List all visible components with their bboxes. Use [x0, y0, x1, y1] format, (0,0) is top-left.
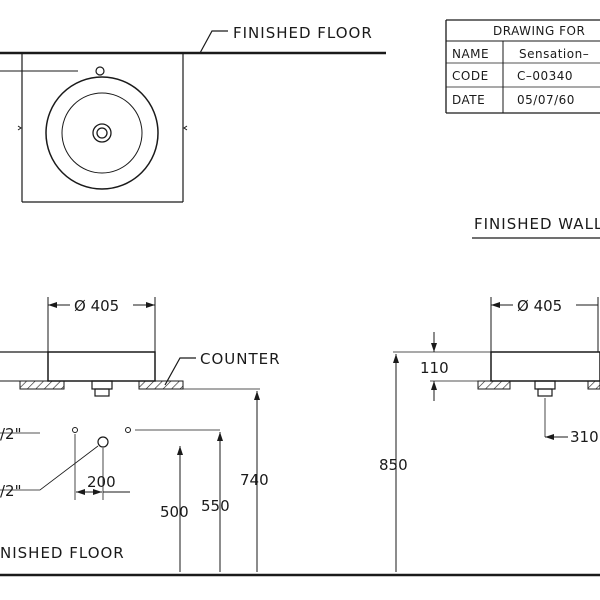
- front-diameter-dim: Ø 405: [74, 297, 119, 315]
- side-drain: [534, 380, 556, 390]
- height-500-dim: 500: [160, 503, 189, 521]
- drain-310-dim: 310: [570, 428, 599, 446]
- basin-outer-rim: [45, 76, 159, 190]
- title-block-date-value: 05/07/60: [517, 93, 575, 107]
- height-550-dim: 550: [201, 497, 230, 515]
- basin-side: [490, 351, 600, 382]
- plan-view: [0, 53, 188, 203]
- pipe-outlet: [97, 436, 109, 448]
- finished-floor-top-label: FINISHED FLOOR: [233, 24, 373, 42]
- basin-110-dim: 110: [420, 359, 449, 377]
- counter-label: COUNTER: [200, 350, 281, 368]
- finished-wall-label: FINISHED WALL: [474, 215, 600, 233]
- side-diameter-dim: Ø 405: [517, 297, 562, 315]
- title-block-heading: DRAWING FOR: [493, 24, 585, 38]
- counter-side-right: [587, 380, 600, 390]
- drain-inner: [96, 127, 108, 139]
- basin-inner-rim: [61, 92, 143, 174]
- title-block-date-key: DATE: [452, 93, 485, 107]
- title-block: DRAWING FOR NAME Sensation– CODE C–00340…: [445, 19, 600, 114]
- front-elevation: Ø 405 COUNTER /2" /2" 200 500 550 740: [0, 297, 281, 572]
- finished-floor-bottom-label: NISHED FLOOR: [0, 544, 125, 562]
- pipe-inlet-right: [125, 427, 131, 433]
- pipe-inlet-left: [72, 427, 78, 433]
- height-740-dim: 740: [240, 471, 269, 489]
- counter-right: [138, 380, 184, 390]
- offset-200-dim: 200: [87, 473, 116, 491]
- title-block-name-key: NAME: [452, 47, 489, 61]
- front-drain: [91, 380, 113, 390]
- title-block-code-key: CODE: [452, 69, 489, 83]
- counter-side-left: [477, 380, 511, 390]
- counter-left: [19, 380, 65, 390]
- title-block-code-value: C–00340: [517, 69, 573, 83]
- floor-leader: [199, 30, 228, 54]
- side-elevation: Ø 405 110 850 310: [379, 297, 600, 572]
- pipe-lower-label: /2": [0, 482, 22, 500]
- drain-outer: [92, 123, 112, 143]
- height-850-dim: 850: [379, 456, 408, 474]
- basin-front: [47, 351, 156, 382]
- tap-hole: [95, 66, 105, 76]
- pipe-upper-label: /2": [0, 425, 22, 443]
- counter-leader: [164, 357, 196, 386]
- title-block-name-value: Sensation–: [519, 47, 589, 61]
